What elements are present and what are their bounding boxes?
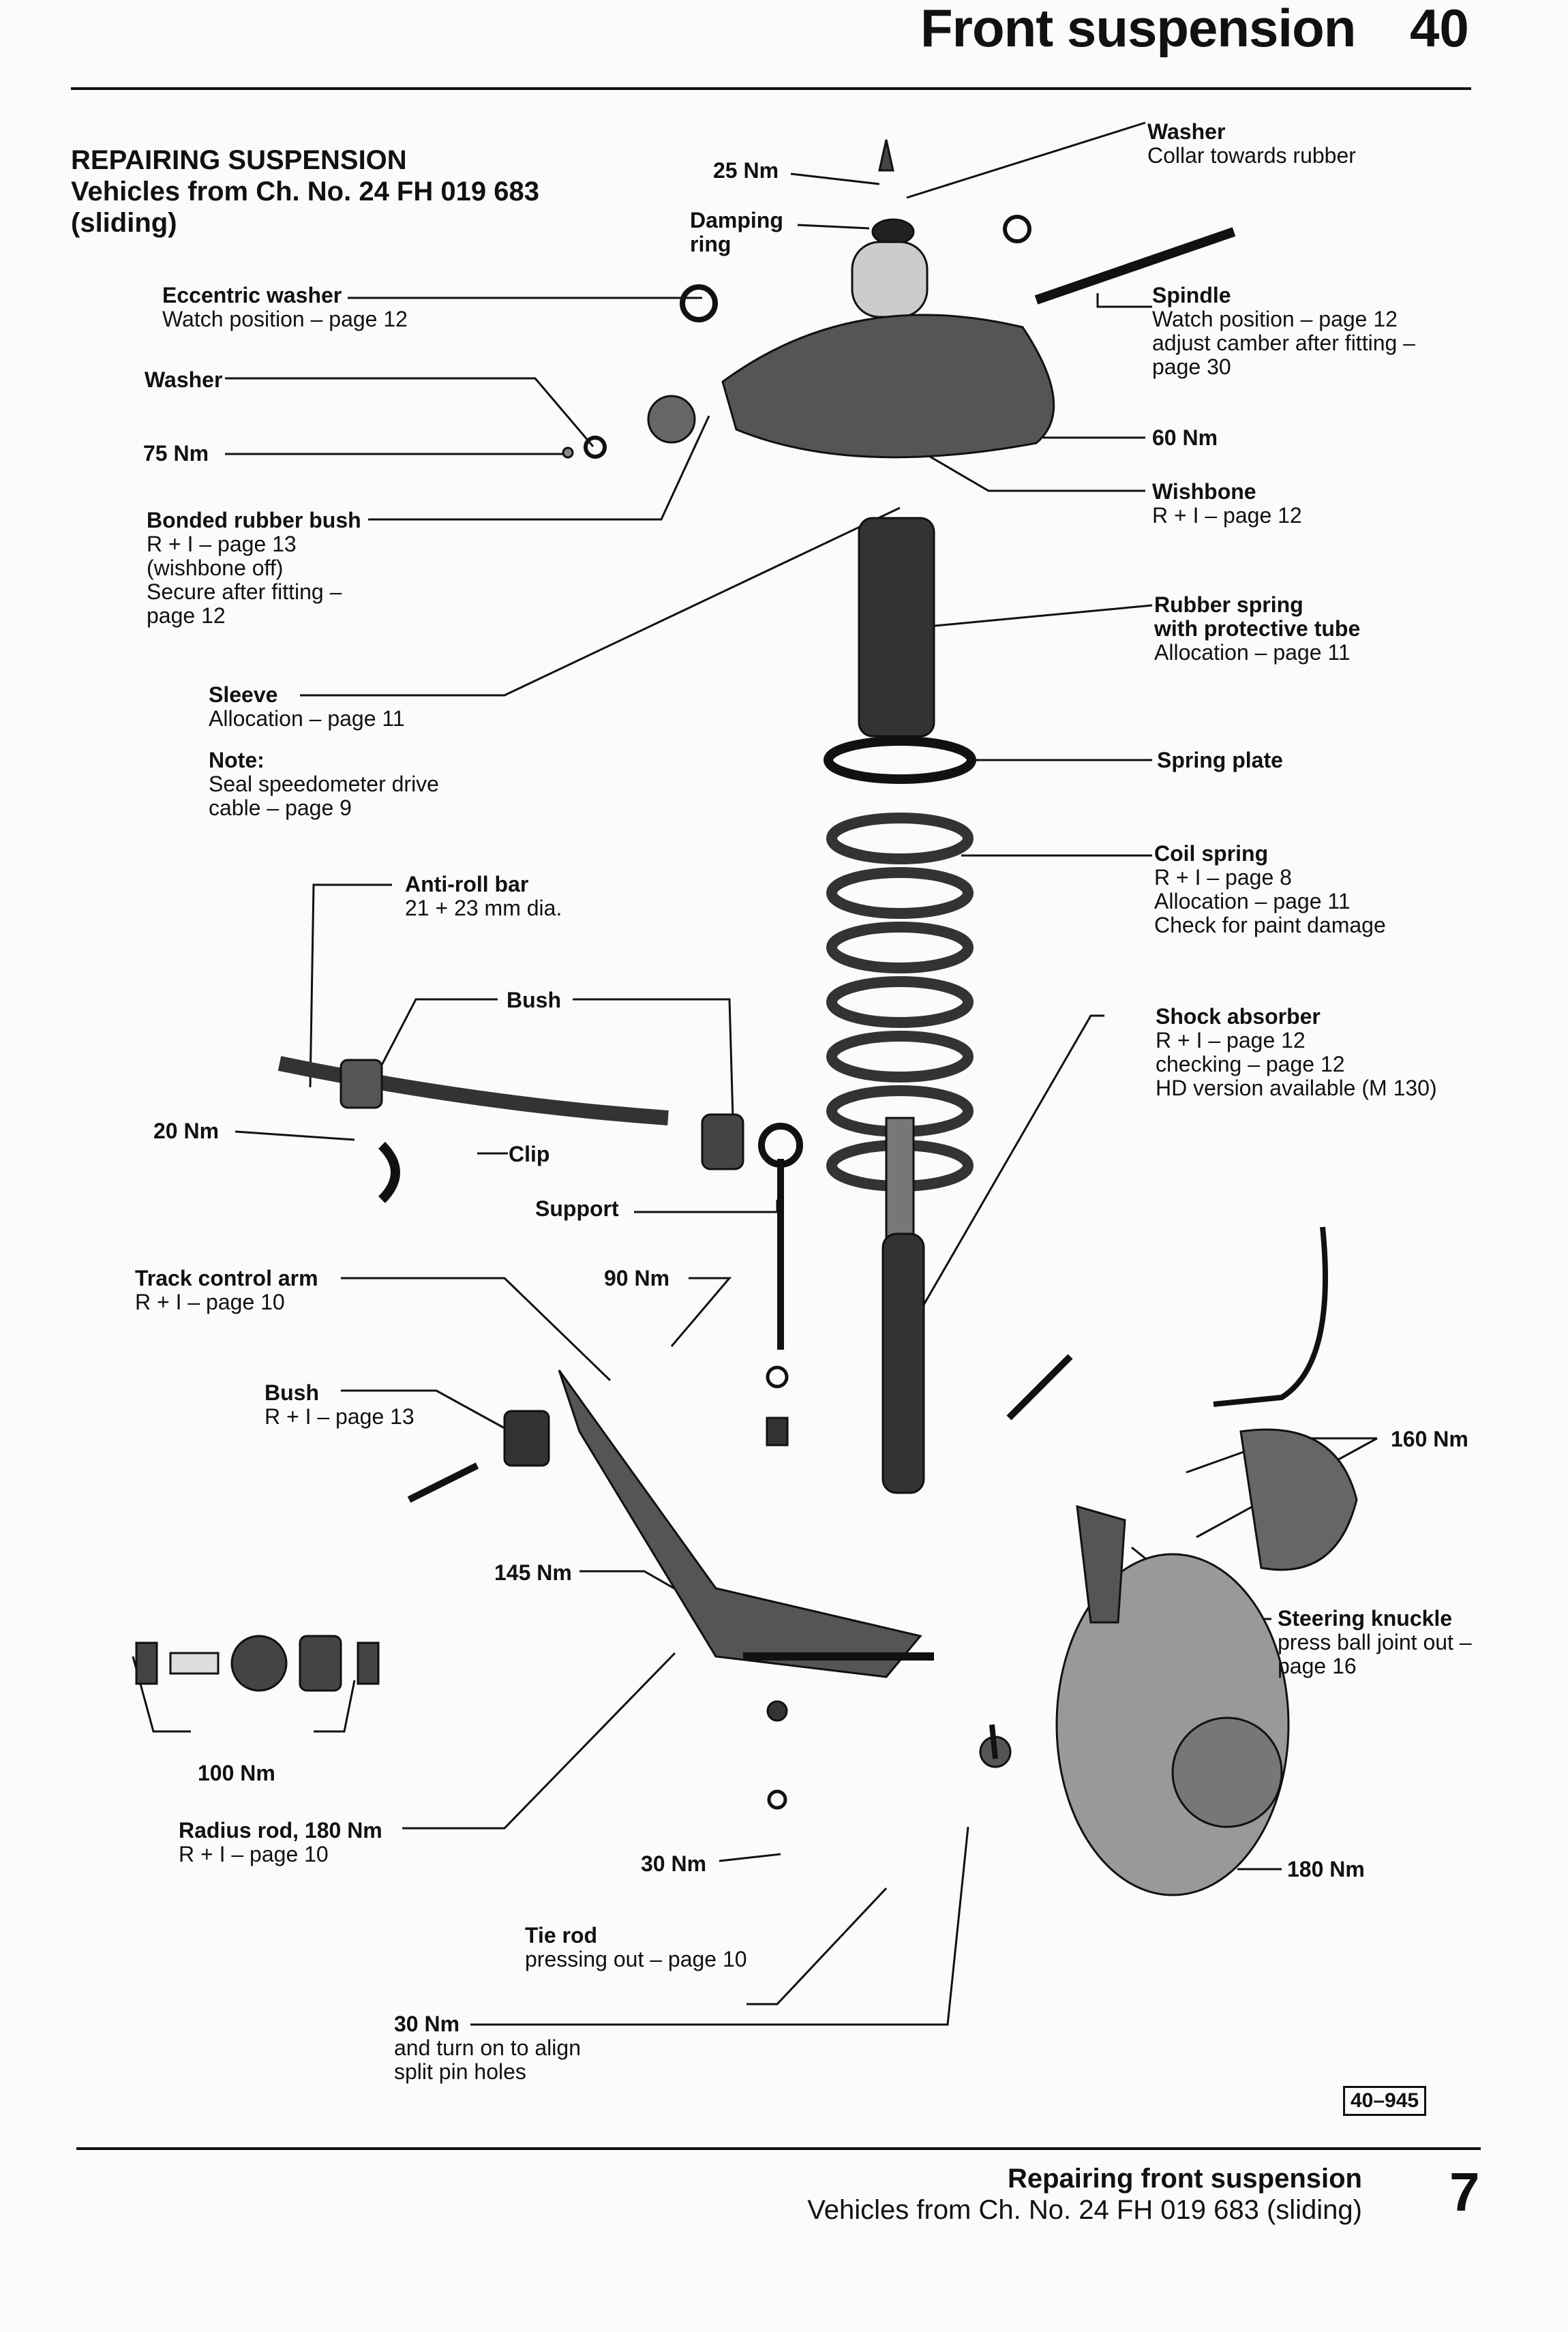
- label-support: Support: [535, 1196, 619, 1221]
- footer-rule: [76, 2147, 1481, 2150]
- label-wishbone: Wishbone R + I – page 12: [1152, 479, 1302, 528]
- figure-reference: 40–945: [1343, 2086, 1427, 2116]
- label-anti-roll-bar: Anti-roll bar 21 + 23 mm dia.: [405, 872, 562, 920]
- top-nut-part: [878, 139, 894, 172]
- label-shock-absorber: Shock absorber R + I – page 12 checking …: [1156, 1004, 1437, 1100]
- label-washer-left: Washer: [145, 367, 223, 392]
- spring-plate-part: [824, 736, 976, 784]
- label-160nm: 160 Nm: [1391, 1427, 1468, 1451]
- header-rule: [71, 87, 1471, 90]
- label-eccentric-washer: Eccentric washer Watch position – page 1…: [162, 283, 408, 331]
- anti-roll-bar-part: [277, 1056, 669, 1125]
- label-145nm: 145 Nm: [494, 1560, 572, 1585]
- label-20nm: 20 Nm: [153, 1119, 220, 1143]
- label-spindle: Spindle Watch position – page 12 adjust …: [1152, 283, 1415, 379]
- group-number: 40: [1410, 0, 1469, 58]
- label-bush-top: Bush: [507, 988, 561, 1012]
- section-subtitle-2: (sliding): [71, 208, 177, 238]
- label-steering-knuckle: Steering knuckle press ball joint out – …: [1278, 1606, 1472, 1678]
- label-sleeve: Sleeve Allocation – page 11: [209, 682, 405, 731]
- rubber-spring-part: [858, 517, 935, 738]
- label-100nm: 100 Nm: [198, 1761, 275, 1785]
- label-90nm: 90 Nm: [604, 1266, 670, 1290]
- spindle-part: [1034, 227, 1236, 305]
- label-25nm: 25 Nm: [713, 158, 779, 183]
- label-damping-ring: Damping ring: [690, 208, 783, 256]
- upper-mount-part: [851, 241, 929, 318]
- label-tie-rod: Tie rod pressing out – page 10: [525, 1923, 747, 1971]
- page-number: 7: [1449, 2162, 1480, 2222]
- label-rubber-spring: Rubber spring with protective tube Alloc…: [1154, 592, 1361, 665]
- label-30nm-b: 30 Nm and turn on to align split pin hol…: [394, 2012, 581, 2084]
- label-30nm-a: 30 Nm: [641, 1851, 707, 1876]
- label-track-control-arm: Track control arm R + I – page 10: [135, 1266, 318, 1314]
- footer-title: Repairing front suspension: [1007, 2164, 1362, 2194]
- section-title: REPAIRING SUSPENSION: [71, 145, 407, 175]
- page-title: Front suspension: [920, 0, 1356, 58]
- label-bonded-rubber-bush: Bonded rubber bush R + I – page 13 (wish…: [147, 508, 361, 628]
- label-75nm: 75 Nm: [143, 441, 209, 466]
- damping-ring-part: [871, 218, 915, 245]
- label-coil-spring: Coil spring R + I – page 8 Allocation – …: [1154, 841, 1386, 937]
- label-note: Note: Seal speedometer drive cable – pag…: [209, 748, 439, 820]
- label-180nm: 180 Nm: [1287, 1857, 1365, 1881]
- label-radius-rod: Radius rod, 180 Nm R + I – page 10: [179, 1818, 382, 1866]
- label-spring-plate: Spring plate: [1157, 748, 1283, 772]
- steering-knuckle-part: [1076, 1504, 1126, 1624]
- track-control-arm-part: [558, 1369, 922, 1678]
- shock-absorber-part: [881, 1232, 925, 1494]
- section-subtitle: Vehicles from Ch. No. 24 FH 019 683: [71, 177, 539, 207]
- wishbone-part: [721, 314, 1055, 459]
- label-bush-lower: Bush R + I – page 13: [265, 1380, 414, 1429]
- brake-caliper-part: [1239, 1428, 1358, 1571]
- label-60nm: 60 Nm: [1152, 425, 1218, 450]
- label-washer-right: Washer Collar towards rubber: [1147, 119, 1356, 168]
- label-clip: Clip: [509, 1142, 550, 1166]
- footer-subtitle: Vehicles from Ch. No. 24 FH 019 683 (sli…: [807, 2195, 1362, 2225]
